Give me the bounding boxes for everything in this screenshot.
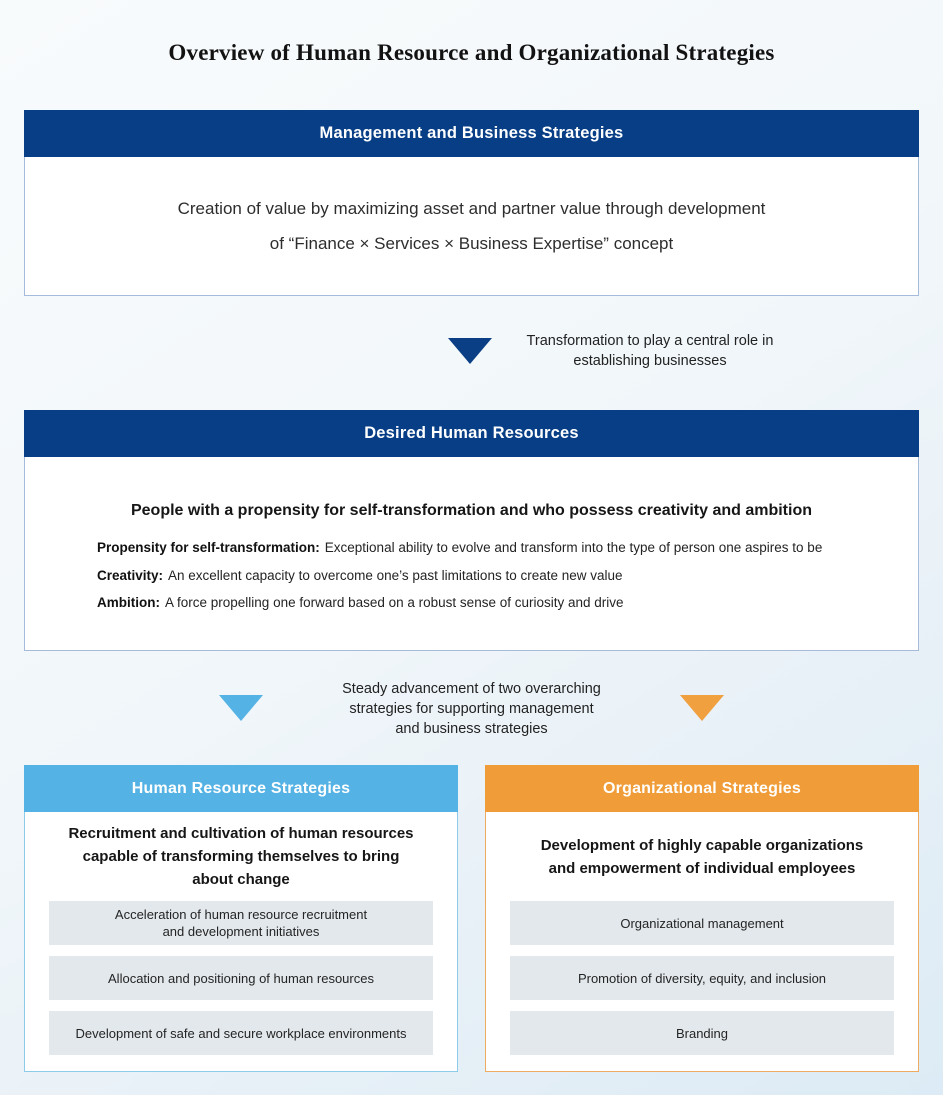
org-strategy-item-management: Organizational management <box>510 901 894 945</box>
desired-hr-item-desc: Exceptional ability to evolve and transf… <box>324 540 823 555</box>
org-strategy-item-dei: Promotion of diversity, equity, and incl… <box>510 956 894 1000</box>
desired-hr-items: Propensity for self-transformation: Excep… <box>25 534 918 617</box>
strategy-columns: Human Resource Strategies Recruitment an… <box>24 765 919 1072</box>
human-resource-strategies-header: Human Resource Strategies <box>24 765 458 812</box>
management-body-line-1: Creation of value by maximizing asset an… <box>177 198 766 218</box>
human-resource-strategies-column: Human Resource Strategies Recruitment an… <box>24 765 458 1072</box>
org-strategy-item-branding: Branding <box>510 1011 894 1055</box>
hr-strategies-subtitle: Recruitment and cultivation of human res… <box>25 812 457 901</box>
dual-transition-line-2: strategies for supporting management <box>349 701 594 717</box>
transition-text-line-2: establishing businesses <box>573 353 727 369</box>
desired-hr-item-term: Propensity for self-transformation: <box>97 540 320 555</box>
desired-hr-item-creativity: Creativity:An excellent capacity to over… <box>97 562 918 590</box>
down-arrow-orange-icon <box>680 695 724 721</box>
desired-human-resources-body: People with a propensity for self-transf… <box>25 456 918 650</box>
dual-transition-line-1: Steady advancement of two overarching <box>342 681 601 697</box>
org-subtitle-line-2: and empowerment of individual employees <box>548 859 856 877</box>
management-strategies-header: Management and Business Strategies <box>24 110 919 157</box>
desired-hr-item-desc: An excellent capacity to overcome one’s … <box>168 567 623 583</box>
organizational-strategies-header: Organizational Strategies <box>485 765 919 812</box>
management-strategies-box: Management and Business Strategies Creat… <box>24 110 919 296</box>
transition-text: Transformation to play a central role in… <box>504 331 796 371</box>
hr-subtitle-line-2: capable of transforming themselves to br… <box>82 848 400 865</box>
hr-subtitle-line-1: Recruitment and cultivation of human res… <box>68 825 414 842</box>
desired-hr-item-ambition: Ambition: A force propelling one forward … <box>97 589 918 617</box>
management-body-line-2: of “Finance × Services × Business Expert… <box>269 233 674 253</box>
hr-strategy-item-recruitment: Acceleration of human resource recruitme… <box>49 901 433 945</box>
transition-to-desired-hr: Transformation to play a central role in… <box>0 296 943 410</box>
hr-subtitle-line-3: about change <box>192 871 290 888</box>
dual-transition-text: Steady advancement of two overarching st… <box>302 679 642 739</box>
org-subtitle-line-1: Development of highly capable organizati… <box>540 836 864 854</box>
dual-transition-line-3: and business strategies <box>395 721 548 737</box>
transition-to-strategies: Steady advancement of two overarching st… <box>0 651 943 765</box>
organizational-strategies-column: Organizational Strategies Development of… <box>485 765 919 1072</box>
management-strategies-body: Creation of value by maximizing asset an… <box>25 156 918 295</box>
down-arrow-light-blue-icon <box>219 695 263 721</box>
desired-human-resources-box: Desired Human Resources People with a pr… <box>24 410 919 651</box>
hr-strategy-item-workplace: Development of safe and secure workplace… <box>49 1011 433 1055</box>
desired-hr-item-propensity: Propensity for self-transformation: Excep… <box>97 534 918 562</box>
desired-hr-item-term: Creativity: <box>97 567 164 583</box>
desired-hr-item-desc: A force propelling one forward based on … <box>165 595 624 610</box>
page-title: Overview of Human Resource and Organizat… <box>168 40 775 65</box>
desired-human-resources-header: Desired Human Resources <box>24 410 919 457</box>
desired-hr-headline: People with a propensity for self-transf… <box>130 502 812 519</box>
down-arrow-icon <box>448 338 492 364</box>
hr-strategy-item-allocation: Allocation and positioning of human reso… <box>49 956 433 1000</box>
transition-text-line-1: Transformation to play a central role in <box>526 333 774 349</box>
org-strategies-subtitle: Development of highly capable organizati… <box>486 812 918 901</box>
desired-hr-item-term: Ambition: <box>97 595 160 610</box>
